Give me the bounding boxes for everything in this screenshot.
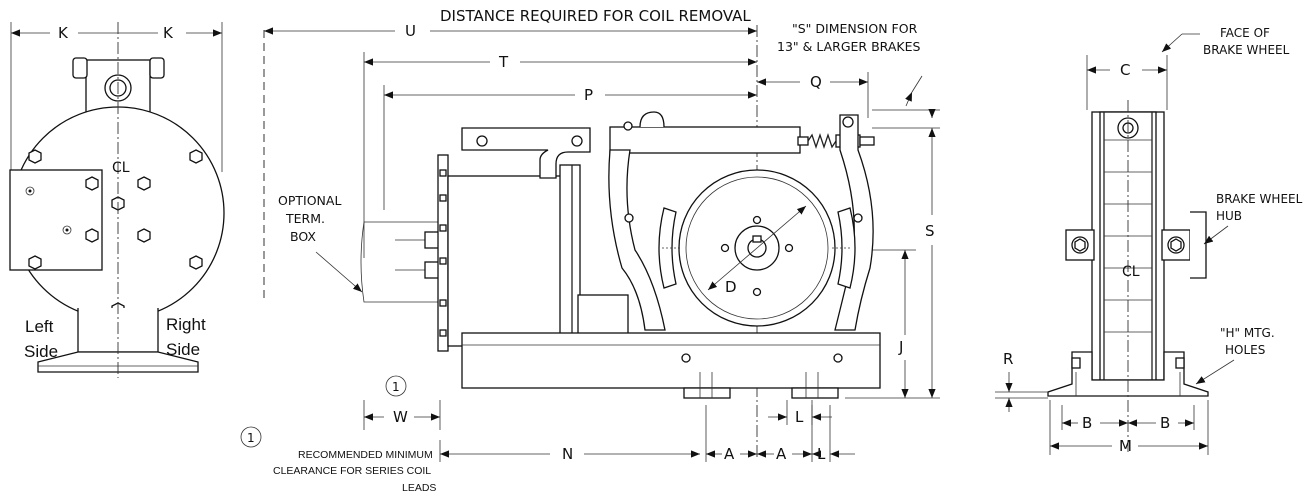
dim-N: N (562, 445, 573, 463)
coil-removal-label: DISTANCE REQUIRED FOR COIL REMOVAL (440, 7, 751, 25)
mtg-label-2: HOLES (1225, 343, 1265, 357)
hub-label-1: BRAKE WHEEL (1216, 192, 1303, 206)
left-end-view: CL K K Left Side Right Side (9, 22, 225, 378)
note-line-3: LEADS (402, 482, 436, 494)
dim-C: C (1120, 61, 1130, 79)
dim-T: T (498, 53, 509, 71)
dim-M: M (1119, 437, 1132, 455)
hub-label-2: HUB (1216, 209, 1242, 223)
dim-W: W (393, 408, 408, 426)
dim-L-bottom: L (817, 445, 826, 463)
term-box-label-2: TERM. (285, 211, 325, 226)
dim-L-top: L (795, 408, 804, 426)
note-marker-1: 1 (392, 380, 400, 394)
dim-D: D (725, 278, 737, 296)
dim-J: J (898, 338, 903, 356)
right-end-view: C FACE OF BRAKE WHEEL BRAKE WHEEL HUB (995, 26, 1303, 455)
left-centerline-symbol: CL (112, 160, 130, 176)
note-marker-2: 1 (247, 431, 255, 445)
note-line-1: RECOMMENDED MINIMUM (298, 449, 433, 461)
right-centerline-symbol: CL (1122, 264, 1140, 280)
note-line-2: CLEARANCE FOR SERIES COIL (273, 465, 431, 477)
face-label-1: FACE OF (1220, 26, 1270, 40)
dim-K-left: K (58, 24, 69, 42)
s-dimension-note-1: "S" DIMENSION FOR (792, 21, 918, 36)
dim-A-left: A (724, 445, 735, 463)
dim-K-right: K (163, 24, 174, 42)
mtg-label-1: "H" MTG. (1220, 326, 1275, 340)
right-side-label-2: Side (166, 340, 200, 359)
face-label-2: BRAKE WHEEL (1203, 43, 1290, 57)
dim-S: S (925, 222, 935, 240)
term-box-label-1: OPTIONAL (278, 193, 341, 208)
term-box-label-3: BOX (290, 229, 316, 244)
dim-U: U (405, 22, 416, 40)
dim-P: P (584, 86, 593, 104)
left-side-label-2: Side (24, 342, 58, 361)
dim-B-right: B (1160, 414, 1170, 432)
left-side-label: Left (25, 317, 54, 336)
right-side-label: Right (166, 315, 206, 334)
dim-A-right: A (776, 445, 787, 463)
dim-R: R (1003, 350, 1013, 368)
s-dimension-note-2: 13" & LARGER BRAKES (777, 39, 920, 54)
side-elevation-view: DISTANCE REQUIRED FOR COIL REMOVAL U T P… (263, 7, 940, 463)
dim-Q: Q (810, 73, 822, 91)
clearance-note: 1 RECOMMENDED MINIMUM CLEARANCE FOR SERI… (240, 426, 436, 494)
dim-B-left: B (1082, 414, 1092, 432)
